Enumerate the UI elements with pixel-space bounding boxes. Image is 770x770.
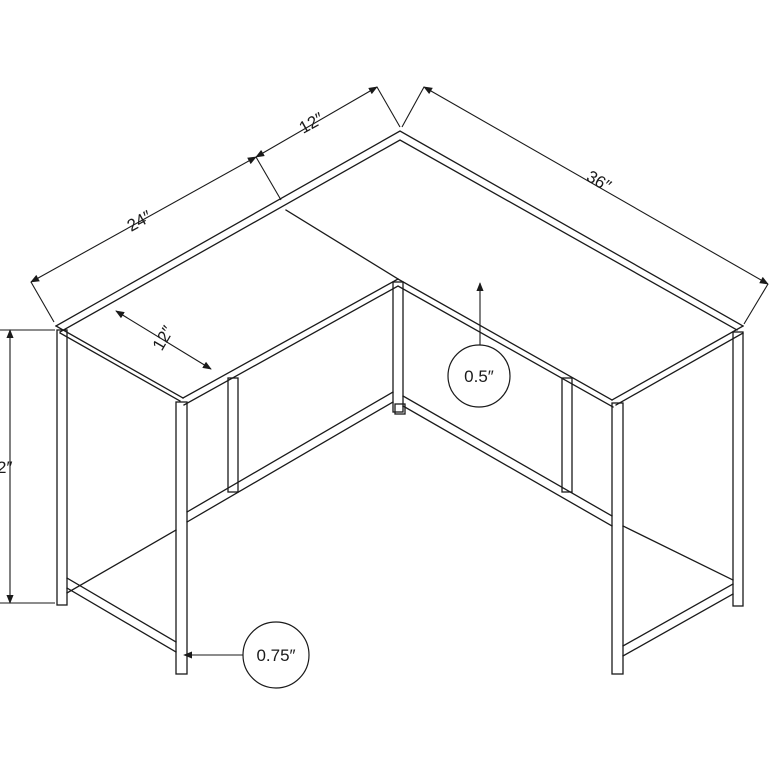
dimension-width-right-line (423, 86, 769, 285)
label-leg-thickness: 0.75″ (256, 646, 295, 665)
desk-top (55, 130, 744, 408)
label-top-thickness: 0.5″ (464, 367, 494, 386)
callout-top-thickness: 0.5″ (447, 344, 511, 408)
label-width-left: 24″ (124, 207, 155, 236)
dimension-lines (0, 86, 769, 659)
label-width-middle: 12″ (296, 109, 327, 138)
label-height: 32″ (0, 458, 12, 477)
dimension-width-middle-line (255, 86, 378, 158)
desk-legs (56, 281, 744, 675)
leg-left-front (175, 401, 188, 675)
dimension-width-left-line (30, 156, 257, 283)
label-depth: 12″ (149, 323, 178, 354)
dimension-depth-line (115, 310, 212, 370)
dimension-labels: 24″ 12″ 36″ 12″ 32″ 0.5″ 0.75″ (0, 109, 614, 689)
callout-leg-thickness: 0.75″ (242, 621, 310, 689)
leg-right-front (611, 402, 624, 675)
right-vertical-brace (561, 377, 573, 493)
label-width-right: 36″ (583, 167, 614, 196)
leg-left-back (56, 329, 68, 606)
leg-right-back (732, 331, 744, 607)
desk-frame (66, 377, 734, 657)
left-vertical-brace (227, 377, 239, 493)
leg-inner-corner (392, 281, 404, 413)
